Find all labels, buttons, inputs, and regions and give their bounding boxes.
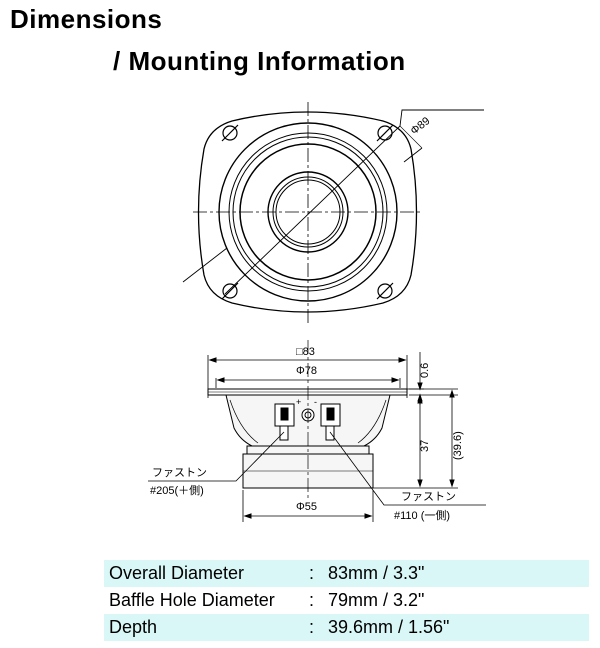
dia-leader [224, 125, 401, 295]
spec-value: 83mm / 3.3" [323, 560, 589, 587]
svg-text:-: - [314, 397, 317, 407]
svg-text:+: + [296, 397, 301, 407]
spec-colon: : [309, 590, 315, 610]
side-view: □83 Φ78 + - 0.6 [148, 340, 486, 522]
spec-row-baffle-hole-diameter: Baffle Hole Diameter : 79mm / 3.2" [104, 587, 589, 614]
spec-value: 39.6mm / 1.56" [323, 614, 589, 641]
dim-0-6-label: 0.6 [419, 363, 431, 378]
dim-83-label: □83 [296, 346, 315, 358]
terminal-minus-line1: ファストン [401, 491, 456, 503]
spec-label: Depth [104, 614, 309, 641]
mounting-holes [221, 124, 394, 300]
page-title: Dimensions [10, 4, 163, 34]
spec-row-overall-diameter: Overall Diameter : 83mm / 3.3" [104, 560, 589, 587]
dim-39-6-label: (39.6) [452, 431, 464, 460]
spec-label: Overall Diameter [104, 560, 309, 587]
minus-leader [329, 431, 486, 506]
terminal-plus-line1: ファストン [152, 467, 207, 479]
spec-colon: : [309, 560, 323, 587]
top-view: Φ89 [182, 102, 484, 325]
dim-55-label: Φ55 [296, 501, 317, 513]
terminal-minus-line2: #110 (一側) [394, 509, 450, 522]
dim-37-label: 37 [419, 440, 431, 452]
center-lines [193, 102, 423, 325]
page-subtitle: / Mounting Information [113, 46, 406, 76]
specs-table: Overall Diameter : 83mm / 3.3" Baffle Ho… [104, 560, 589, 641]
dimension-drawing: Φ89 □83 Φ78 + - [148, 102, 486, 522]
spec-colon: : [309, 614, 323, 641]
terminal-plus-line2: #205(＋側) [150, 484, 204, 497]
plus-leader [148, 431, 285, 482]
spec-row-depth: Depth : 39.6mm / 1.56" [104, 614, 589, 641]
spec-label: Baffle Hole Diameter [109, 590, 275, 610]
spec-value: 79mm / 3.2" [328, 590, 425, 610]
dim-78-label: Φ78 [296, 365, 317, 377]
top-dia-label: Φ89 [408, 115, 432, 137]
frame-outline [197, 111, 418, 313]
